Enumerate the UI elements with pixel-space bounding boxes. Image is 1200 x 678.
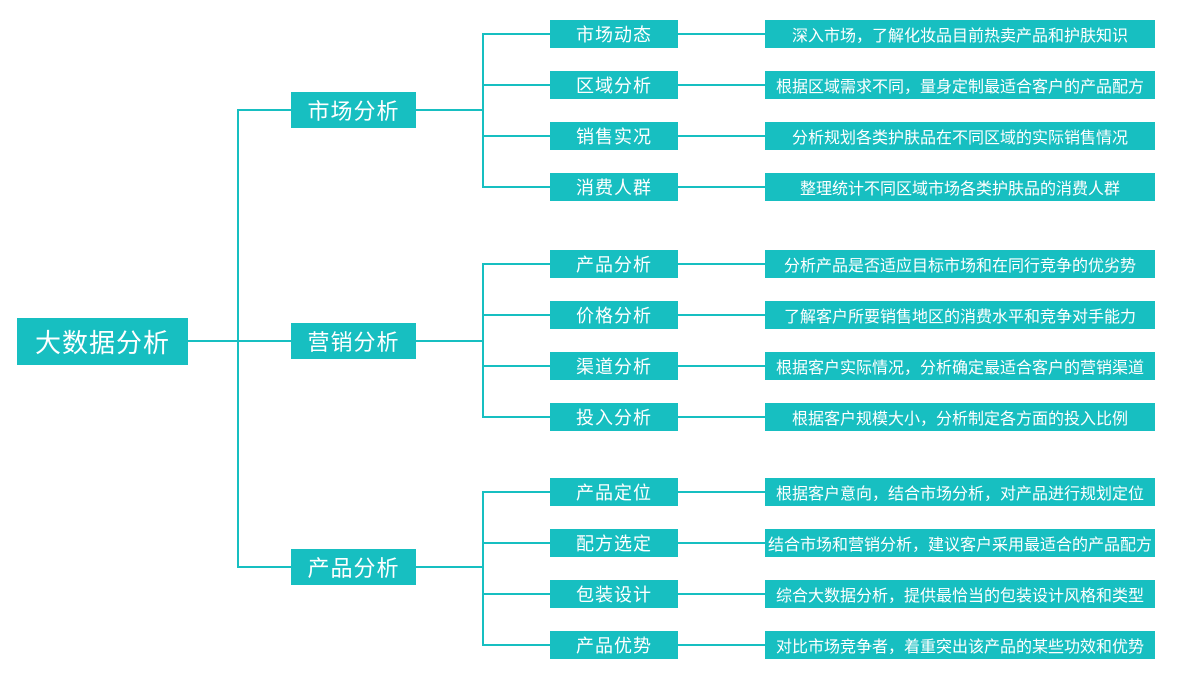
branch-node-product: 产品分析 [291, 549, 416, 585]
description-node: 根据客户意向，结合市场分析，对产品进行规划定位 [765, 478, 1155, 506]
topic-node: 市场动态 [550, 20, 678, 48]
topic-node: 区域分析 [550, 71, 678, 99]
topic-node: 产品分析 [550, 250, 678, 278]
topic-node: 投入分析 [550, 403, 678, 431]
topic-row: 产品优势 对比市场竞争者，着重突出该产品的某些功效和优势 [483, 631, 1155, 659]
connector-line [483, 135, 550, 137]
topic-row: 包装设计 综合大数据分析，提供最恰当的包装设计风格和类型 [483, 580, 1155, 608]
connector-line [416, 340, 482, 342]
branch-node-market: 市场分析 [291, 92, 416, 128]
topic-row: 渠道分析 根据客户实际情况，分析确定最适合客户的营销渠道 [483, 352, 1155, 380]
topic-row: 产品分析 分析产品是否适应目标市场和在同行竞争的优劣势 [483, 250, 1155, 278]
connector-line [483, 644, 550, 646]
connector-line [483, 542, 550, 544]
trunk-line [482, 263, 484, 418]
connector-line [483, 33, 550, 35]
connector-line [188, 340, 238, 342]
connector-line [678, 593, 765, 595]
description-node: 深入市场，了解化妆品目前热卖产品和护肤知识 [765, 20, 1155, 48]
connector-line [678, 33, 765, 35]
connector-line [416, 109, 482, 111]
topic-row: 销售实况 分析规划各类护肤品在不同区域的实际销售情况 [483, 122, 1155, 150]
connector-line [237, 340, 291, 342]
description-node: 根据客户规模大小，分析制定各方面的投入比例 [765, 403, 1155, 431]
connector-line [678, 542, 765, 544]
description-node: 结合市场和营销分析，建议客户采用最适合的产品配方 [765, 529, 1155, 557]
topic-row: 市场动态 深入市场，了解化妆品目前热卖产品和护肤知识 [483, 20, 1155, 48]
topic-node: 产品优势 [550, 631, 678, 659]
topic-row: 价格分析 了解客户所要销售地区的消费水平和竞争对手能力 [483, 301, 1155, 329]
trunk-line [482, 491, 484, 646]
description-node: 根据区域需求不同，量身定制最适合客户的产品配方 [765, 71, 1155, 99]
connector-line [483, 314, 550, 316]
description-node: 了解客户所要销售地区的消费水平和竞争对手能力 [765, 301, 1155, 329]
connector-line [678, 186, 765, 188]
connector-line [483, 593, 550, 595]
connector-line [678, 314, 765, 316]
topic-node: 产品定位 [550, 478, 678, 506]
connector-line [237, 566, 291, 568]
topic-node: 包装设计 [550, 580, 678, 608]
connector-line [678, 135, 765, 137]
topic-row: 投入分析 根据客户规模大小，分析制定各方面的投入比例 [483, 403, 1155, 431]
connector-line [678, 263, 765, 265]
connector-line [678, 84, 765, 86]
description-node: 整理统计不同区域市场各类护肤品的消费人群 [765, 173, 1155, 201]
connector-line [483, 263, 550, 265]
connector-line [678, 491, 765, 493]
description-node: 综合大数据分析，提供最恰当的包装设计风格和类型 [765, 580, 1155, 608]
connector-line [237, 109, 291, 111]
topic-row: 消费人群 整理统计不同区域市场各类护肤品的消费人群 [483, 173, 1155, 201]
description-node: 对比市场竞争者，着重突出该产品的某些功效和优势 [765, 631, 1155, 659]
topic-node: 价格分析 [550, 301, 678, 329]
topic-node: 销售实况 [550, 122, 678, 150]
connector-line [483, 84, 550, 86]
trunk-line [482, 33, 484, 188]
connector-line [483, 365, 550, 367]
connector-line [483, 491, 550, 493]
connector-line [483, 416, 550, 418]
topic-row: 配方选定 结合市场和营销分析，建议客户采用最适合的产品配方 [483, 529, 1155, 557]
description-node: 根据客户实际情况，分析确定最适合客户的营销渠道 [765, 352, 1155, 380]
connector-line [678, 644, 765, 646]
description-node: 分析产品是否适应目标市场和在同行竞争的优劣势 [765, 250, 1155, 278]
connector-line [416, 566, 482, 568]
topic-row: 产品定位 根据客户意向，结合市场分析，对产品进行规划定位 [483, 478, 1155, 506]
connector-line [678, 416, 765, 418]
connector-line [483, 186, 550, 188]
description-node: 分析规划各类护肤品在不同区域的实际销售情况 [765, 122, 1155, 150]
root-node: 大数据分析 [17, 318, 188, 365]
topic-node: 消费人群 [550, 173, 678, 201]
topic-row: 区域分析 根据区域需求不同，量身定制最适合客户的产品配方 [483, 71, 1155, 99]
topic-node: 渠道分析 [550, 352, 678, 380]
topic-node: 配方选定 [550, 529, 678, 557]
trunk-line [237, 109, 239, 568]
connector-line [678, 365, 765, 367]
branch-node-marketing: 营销分析 [291, 323, 416, 359]
